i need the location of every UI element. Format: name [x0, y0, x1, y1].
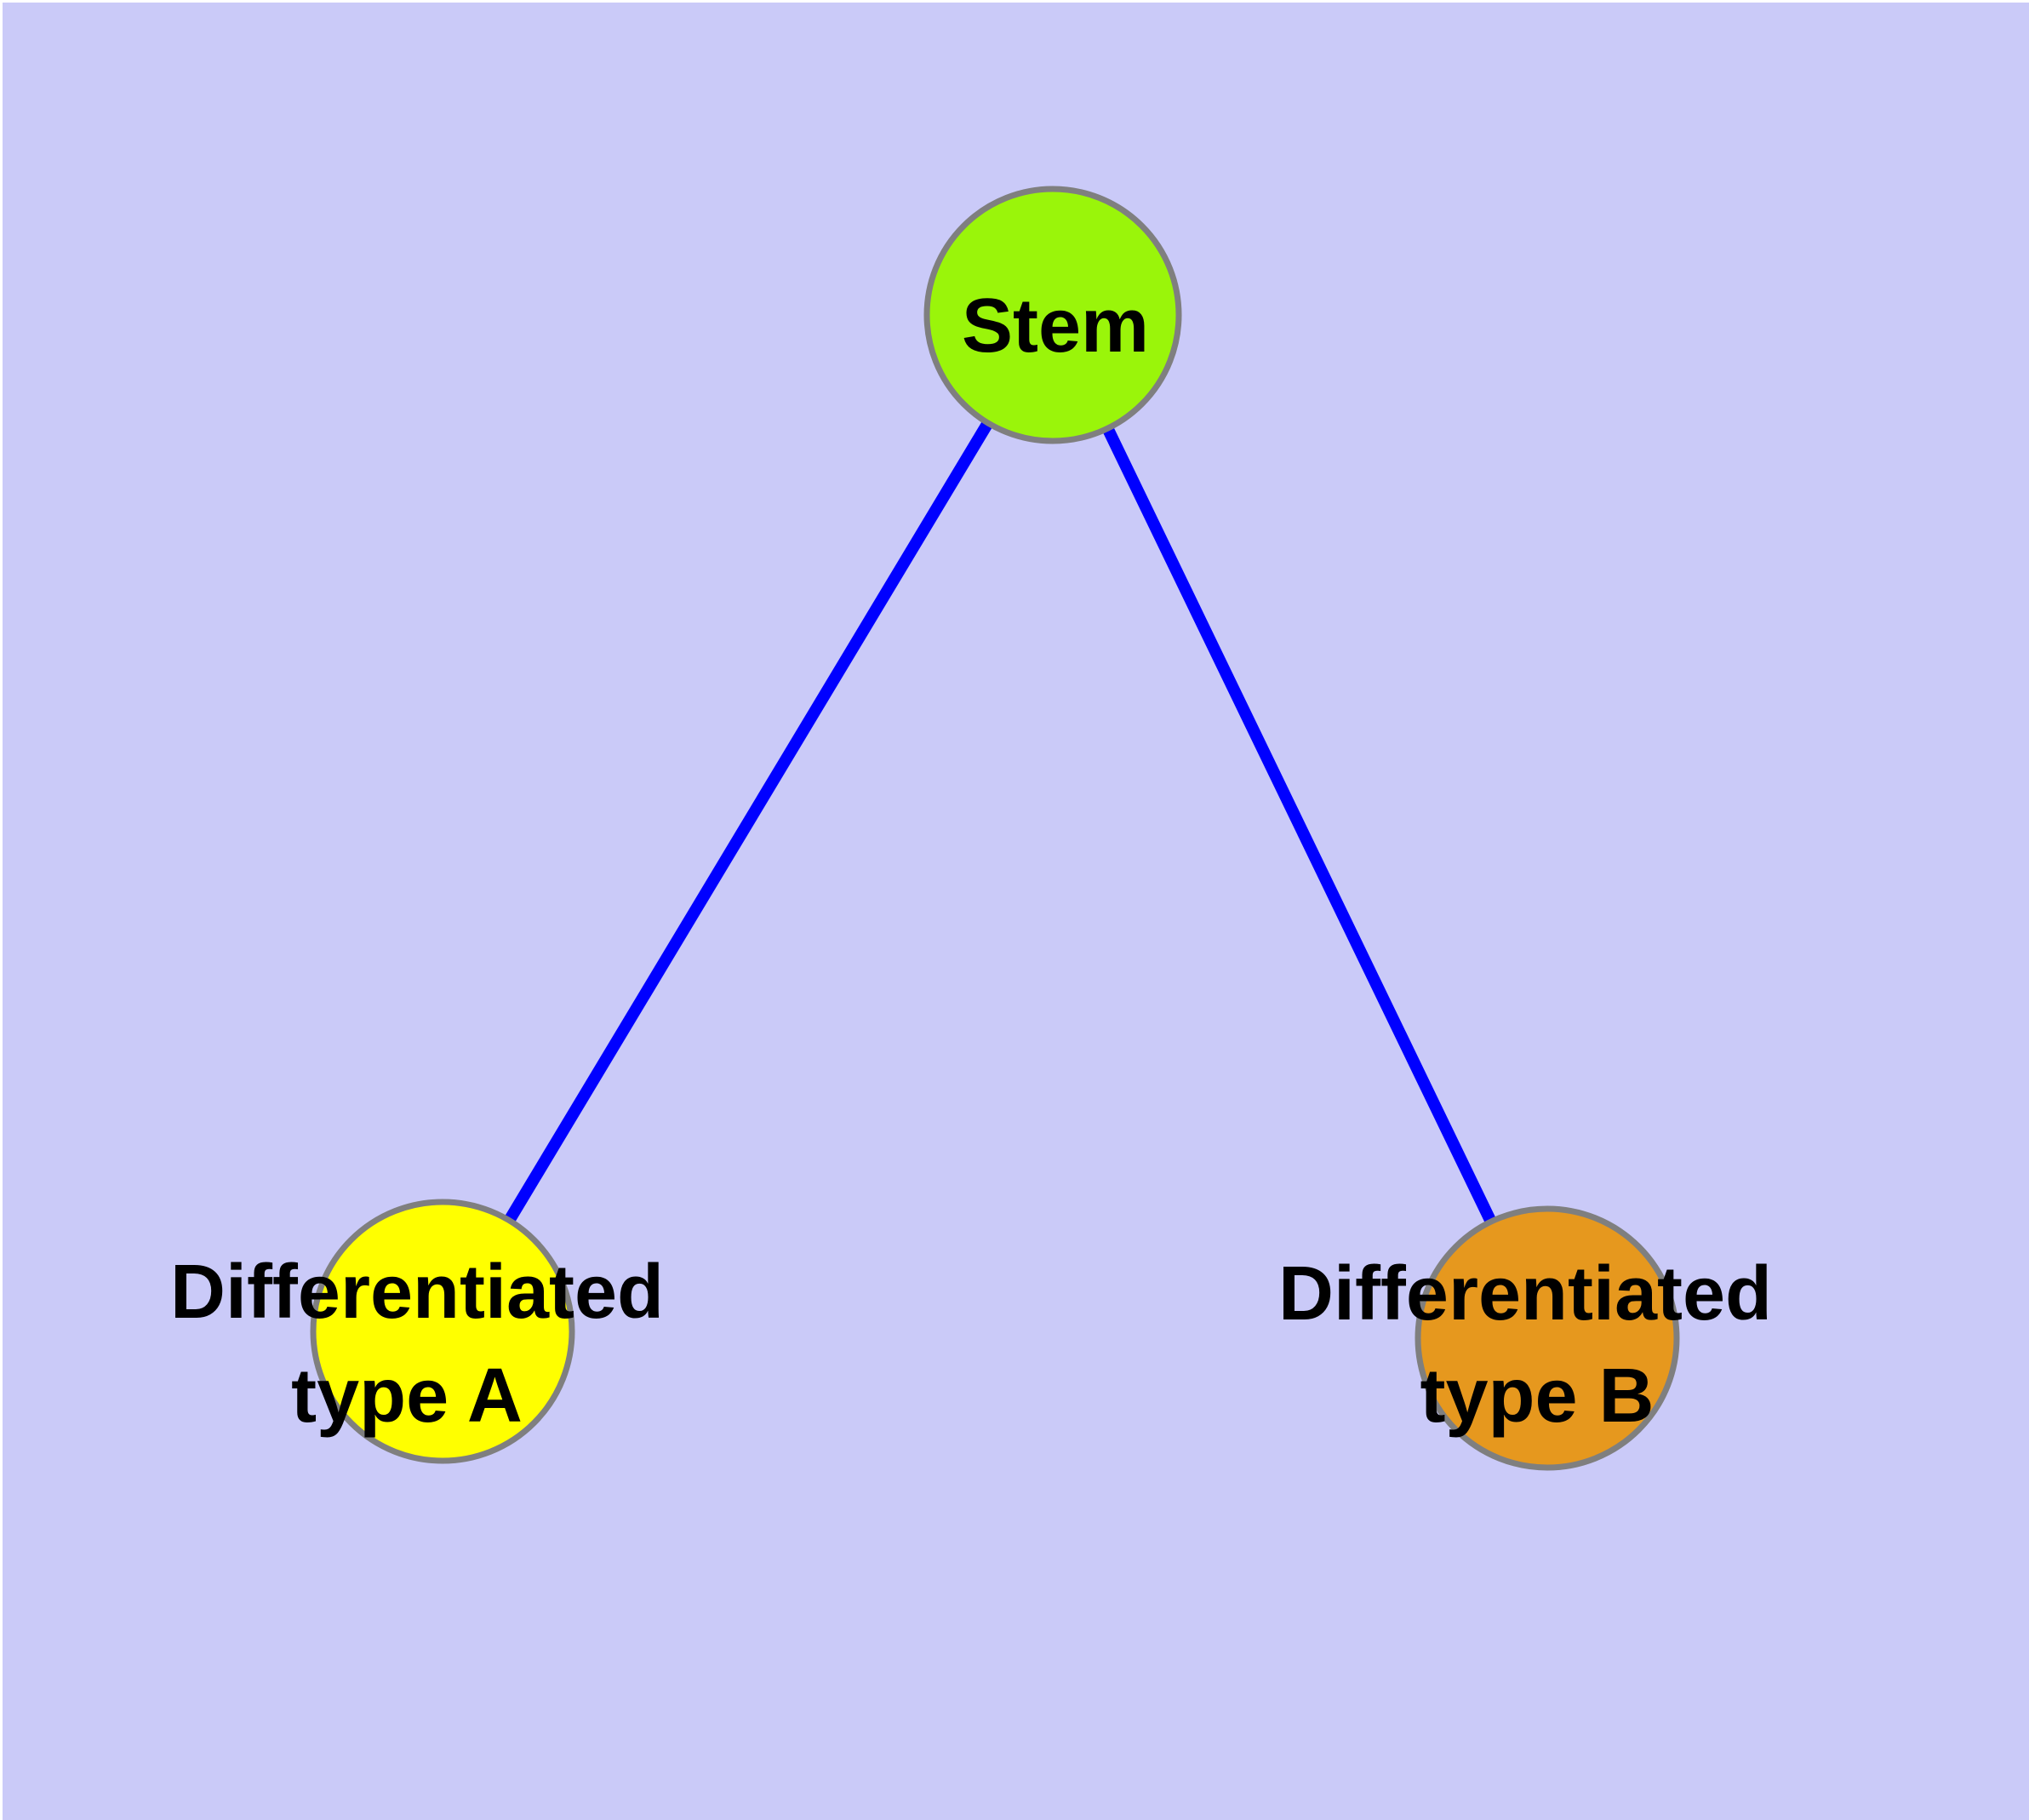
- node-type-b-circle: [1415, 1205, 1680, 1471]
- edge-stem-to-type-b: [1047, 312, 1553, 1342]
- node-type-a-circle: [310, 1199, 575, 1464]
- node-stem-label: Stem: [962, 283, 1149, 369]
- node-stem-circle: [923, 186, 1182, 444]
- node-type-b-label-line2: type B: [1420, 1354, 1654, 1439]
- node-type-a-label-line1: Differentiated: [170, 1250, 664, 1335]
- node-type-a-label-line2: type A: [291, 1354, 523, 1439]
- node-type-b-label-line1: Differentiated: [1278, 1251, 1772, 1336]
- edge-stem-to-type-a: [437, 312, 1059, 1335]
